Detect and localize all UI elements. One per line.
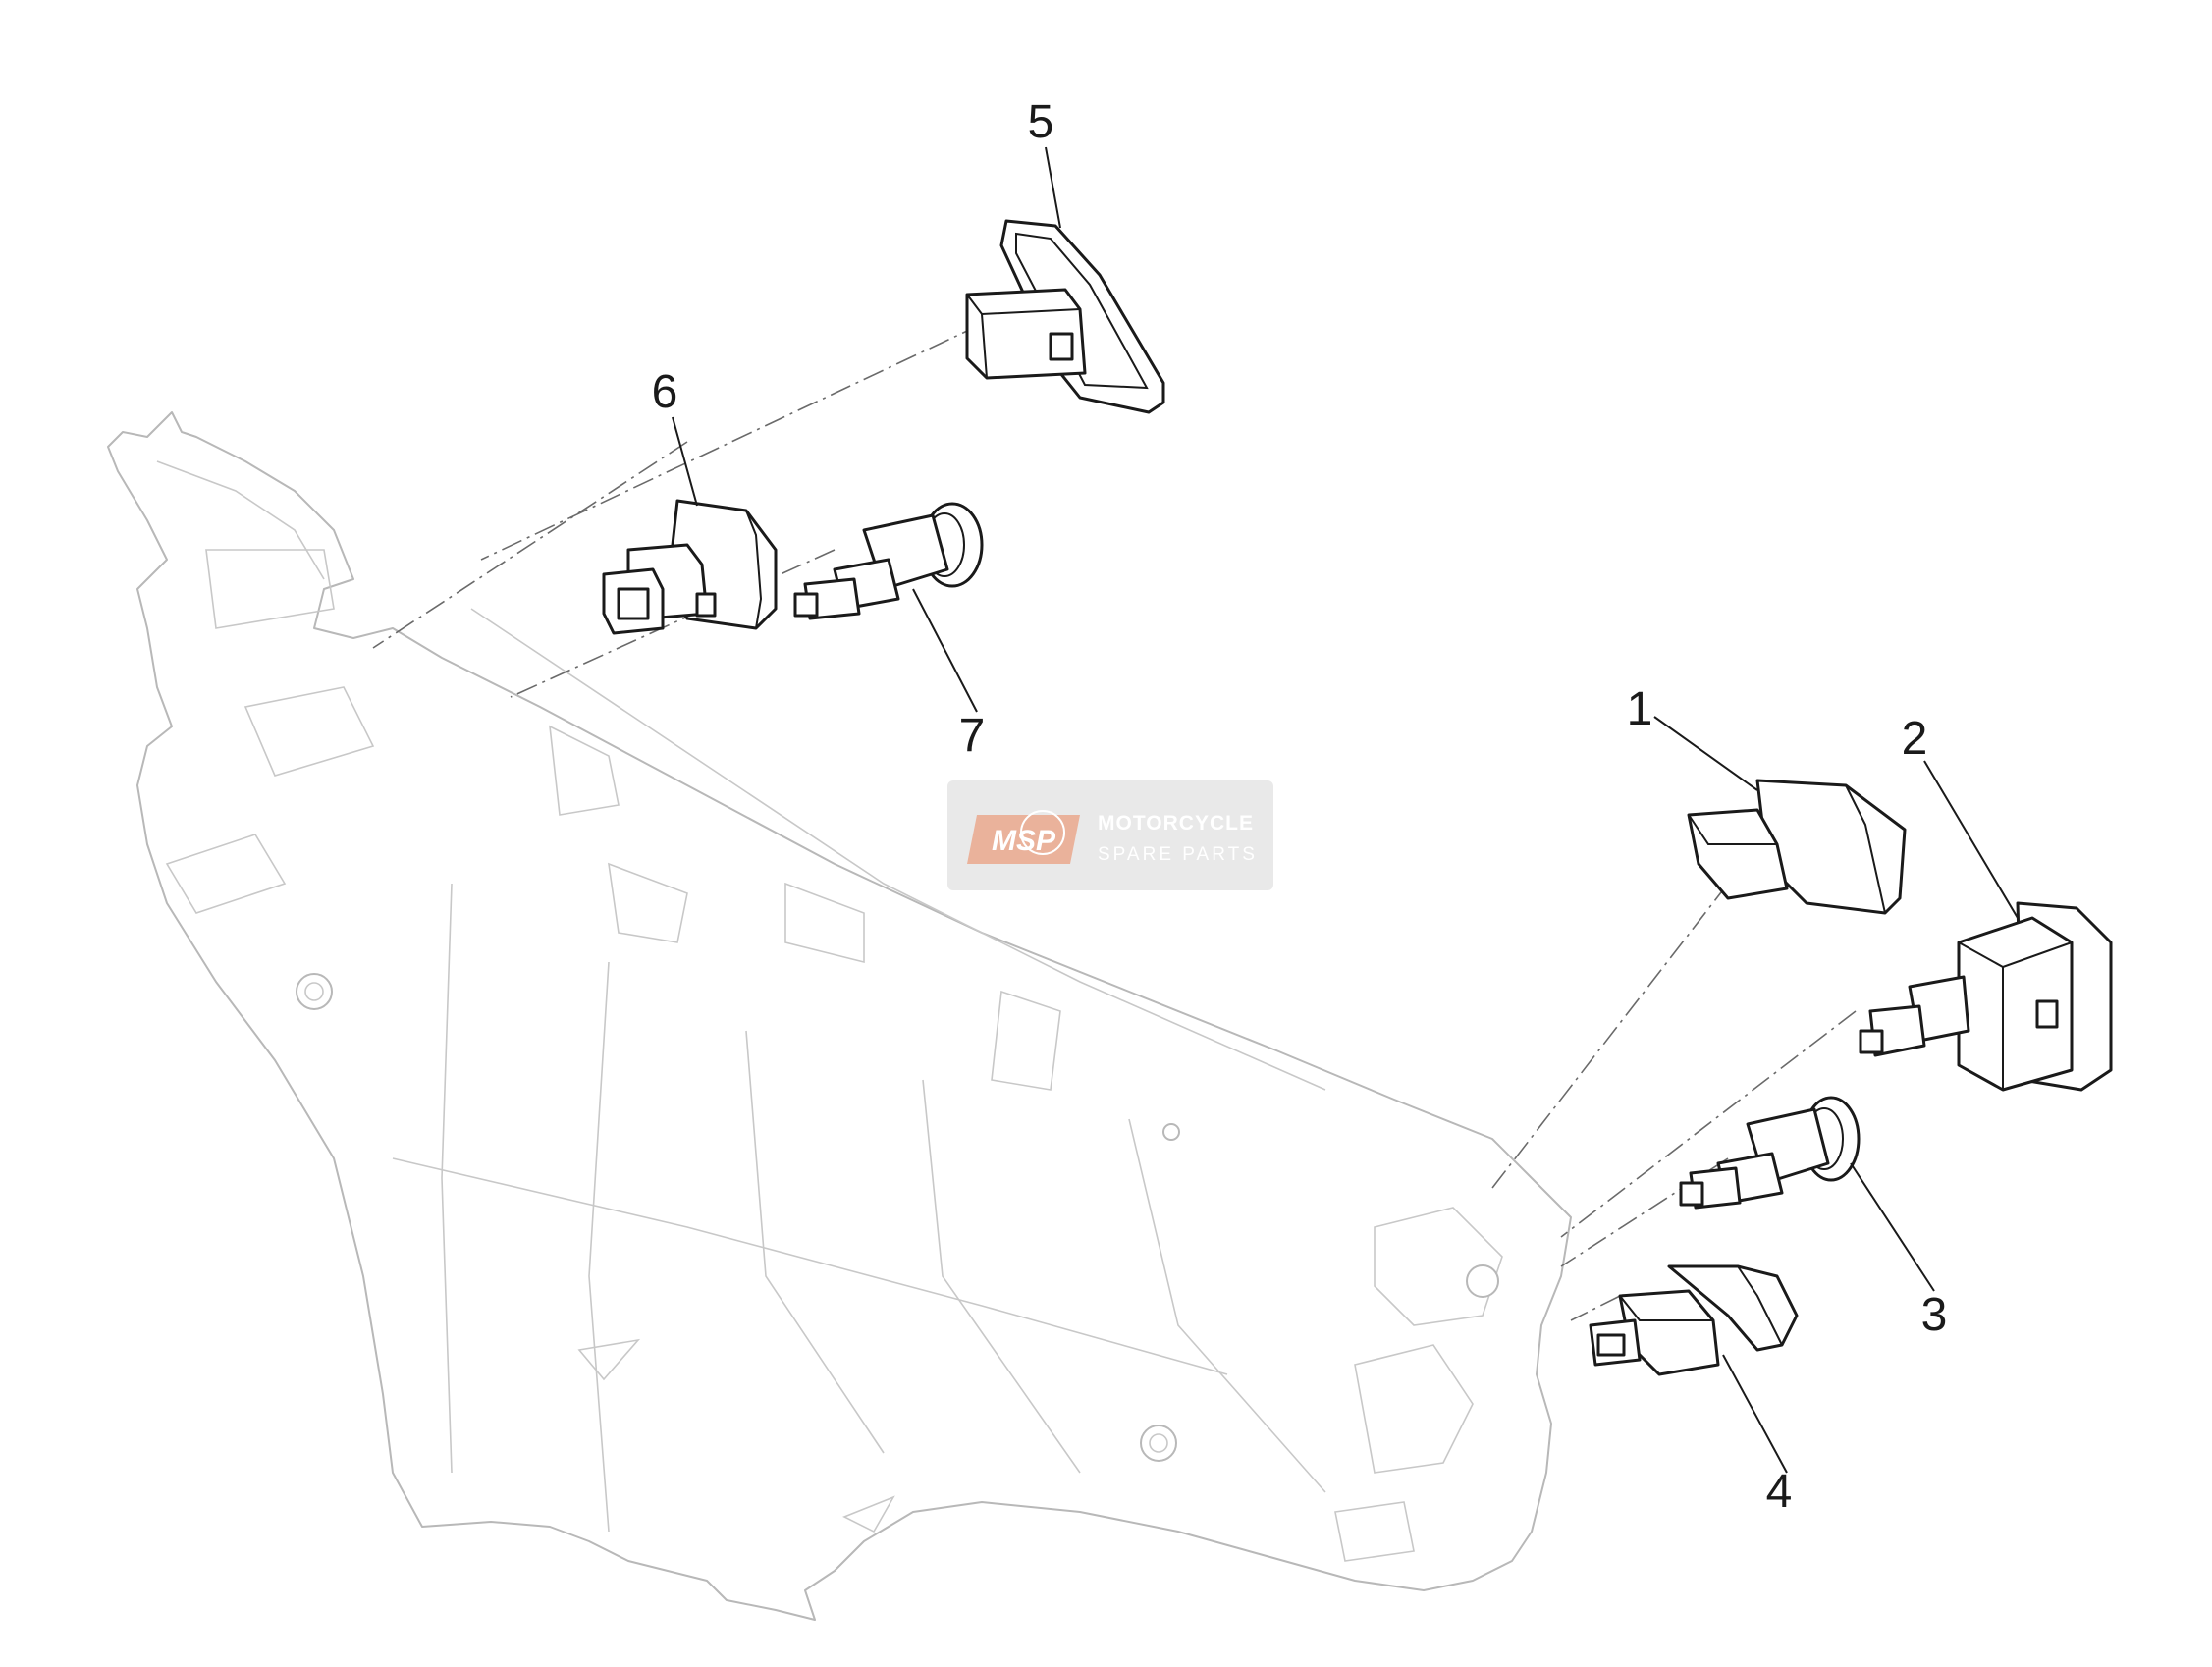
globe-icon	[1020, 810, 1065, 855]
assembly-lines	[372, 323, 1857, 1321]
watermark-logo: MSP	[992, 825, 1056, 857]
part-3-bulb-socket[interactable]	[1679, 1096, 1861, 1210]
callout-6: 6	[652, 366, 678, 418]
part-6-switch[interactable]	[602, 499, 778, 635]
part-5-switch-bezel[interactable]	[965, 219, 1165, 414]
callout-1: 1	[1627, 683, 1653, 735]
part-4-switch[interactable]	[1589, 1264, 1799, 1376]
callout-2: 2	[1902, 713, 1928, 765]
leader-lines	[672, 146, 2019, 1474]
watermark-line2: SPARE PARTS	[1098, 844, 1258, 865]
callout-4: 4	[1766, 1466, 1793, 1518]
watermark: MSP MOTORCYCLE SPARE PARTS	[947, 780, 1273, 890]
callout-3: 3	[1921, 1289, 1948, 1341]
watermark-line1: MOTORCYCLE	[1098, 812, 1254, 834]
callout-7: 7	[959, 710, 986, 762]
part-1-switch[interactable]	[1687, 779, 1907, 915]
callout-5: 5	[1028, 96, 1054, 148]
handlebar-cover-housing	[107, 411, 1572, 1621]
part-2-switch[interactable]	[1859, 901, 2113, 1092]
callout-labels: 5 6 7 1 2 3 4	[652, 96, 1948, 1518]
part-7-bulb-socket[interactable]	[793, 502, 984, 620]
